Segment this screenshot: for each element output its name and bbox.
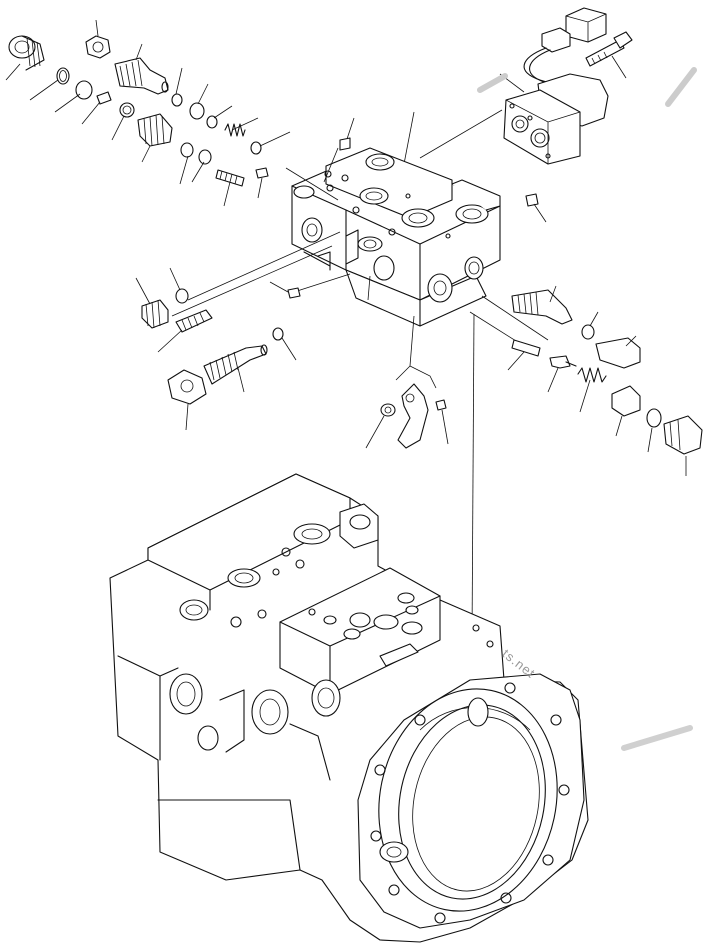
spool-right-mid (511, 289, 573, 325)
pin-small-1 (96, 91, 112, 105)
spring-small-1 (224, 123, 246, 137)
seal-ring-3 (250, 141, 262, 155)
leader-lines-right-mid (507, 285, 687, 476)
solenoid-body (503, 73, 609, 165)
watermark-smudges (477, 67, 697, 751)
seal-ring-1 (119, 102, 135, 118)
o-ring-4 (198, 149, 212, 165)
plug-left-mid (141, 299, 169, 329)
projection-lines (171, 109, 549, 641)
o-ring-3 (180, 142, 194, 158)
o-ring-1 (56, 67, 70, 85)
screw-lever (435, 399, 447, 411)
leader-lines-left-mid (135, 267, 297, 431)
nut-left-lower (167, 369, 207, 405)
pump-housing (109, 473, 589, 943)
o-ring-2 (171, 93, 183, 107)
pin-small-2 (255, 167, 269, 179)
lever-arm (397, 383, 429, 449)
plug-small-block-right (525, 193, 539, 207)
seal-ring-2 (206, 115, 218, 129)
plug-large-left (8, 35, 45, 71)
spring-left-mid (175, 309, 213, 333)
o-ring-right-lower (646, 408, 662, 428)
stud-bolt (215, 169, 245, 187)
bushing-lever (380, 403, 396, 417)
leader-lines-lever (365, 409, 449, 449)
spool-left-lower (203, 344, 268, 385)
valve-block (291, 147, 501, 327)
pin-right-mid (511, 339, 541, 357)
o-ring-left-mid (175, 288, 189, 304)
backup-ring-2 (189, 102, 205, 120)
plug-small-block-top (339, 137, 351, 151)
o-ring-right-mid (581, 324, 595, 340)
spool-valve-top (114, 57, 169, 95)
poppet-right (549, 355, 577, 369)
leader-line-right-plug (533, 203, 547, 223)
small-screw-mid (287, 287, 301, 299)
solenoid-bolt (585, 31, 633, 67)
connector-plug (541, 7, 607, 53)
nut-top (85, 35, 111, 59)
plug-right-lower (663, 415, 703, 455)
spring-right (577, 367, 607, 383)
backup-ring-1 (75, 80, 93, 100)
plug-right-mid (595, 337, 641, 369)
o-ring-left-lower (272, 327, 284, 341)
sleeve-right (611, 385, 641, 417)
sleeve-mid (137, 113, 173, 147)
leader-lines-top-left (5, 19, 291, 207)
